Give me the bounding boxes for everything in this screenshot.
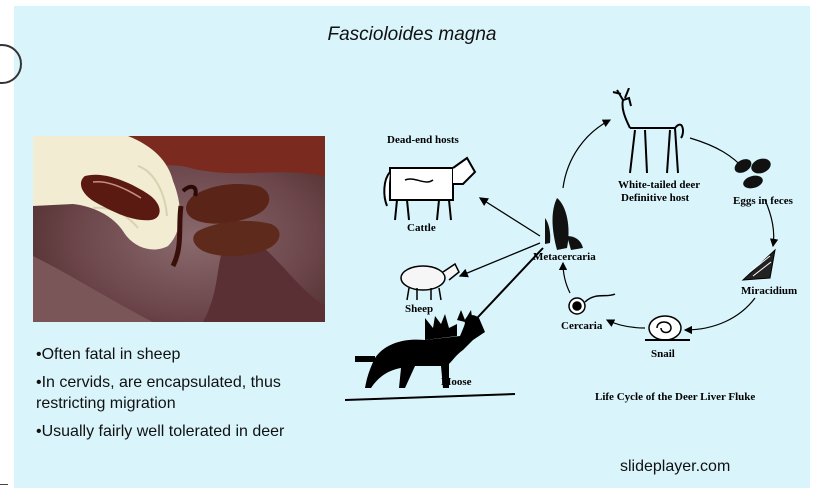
- arrow-miracidium-to-snail: [685, 298, 755, 330]
- bullet-list: •Often fatal in sheep •In cervids, are e…: [36, 344, 336, 449]
- metacercaria-label: Metacercaria: [533, 251, 596, 263]
- eggs-icon: [732, 156, 773, 190]
- moose-label: Moose: [441, 376, 472, 388]
- cattle-icon: [384, 158, 475, 220]
- miracidium-icon: [743, 250, 775, 280]
- eggs-label: Eggs in feces: [733, 195, 794, 207]
- life-cycle-diagram: Dead-end hosts Cattle Sheep Moose White-…: [345, 88, 805, 418]
- snail-label: Snail: [651, 348, 675, 360]
- deer-label-line1: White-tailed deer: [618, 179, 700, 191]
- slide-title: Fascioloides magna: [14, 24, 810, 46]
- liver-fluke-photo: [33, 136, 325, 322]
- bullet-cervids-encapsulated: •In cervids, are encapsulated, thus rest…: [36, 372, 336, 414]
- deer-icon: [613, 88, 683, 173]
- metacercaria-icon: [545, 198, 583, 250]
- arrow-to-sheep: [460, 243, 540, 276]
- arrow-to-cattle: [480, 198, 540, 236]
- cercaria-icon: [569, 294, 615, 314]
- sheep-icon: [401, 264, 459, 300]
- cercaria-label: Cercaria: [561, 320, 603, 332]
- source-credit: slideplayer.com: [620, 458, 730, 476]
- arrow-cercaria-to-metacercaria: [563, 263, 570, 293]
- cattle-label: Cattle: [407, 222, 436, 234]
- miracidium-label: Miracidium: [741, 285, 797, 297]
- edge-tick: [0, 484, 8, 485]
- moose-ground-line: [345, 394, 515, 400]
- snail-icon: [645, 316, 690, 340]
- sheep-label: Sheep: [405, 303, 433, 315]
- arrow-snail-to-cercaria: [607, 320, 645, 328]
- arrow-metacercaria-to-deer: [563, 120, 610, 188]
- deer-label-line2: Definitive host: [621, 192, 689, 204]
- dead-end-hosts-label: Dead-end hosts: [387, 134, 460, 146]
- life-cycle-caption: Life Cycle of the Deer Liver Fluke: [595, 391, 755, 403]
- bullet-tolerated-in-deer: •Usually fairly well tolerated in deer: [36, 421, 336, 442]
- bullet-fatal-in-sheep: •Often fatal in sheep: [36, 344, 336, 365]
